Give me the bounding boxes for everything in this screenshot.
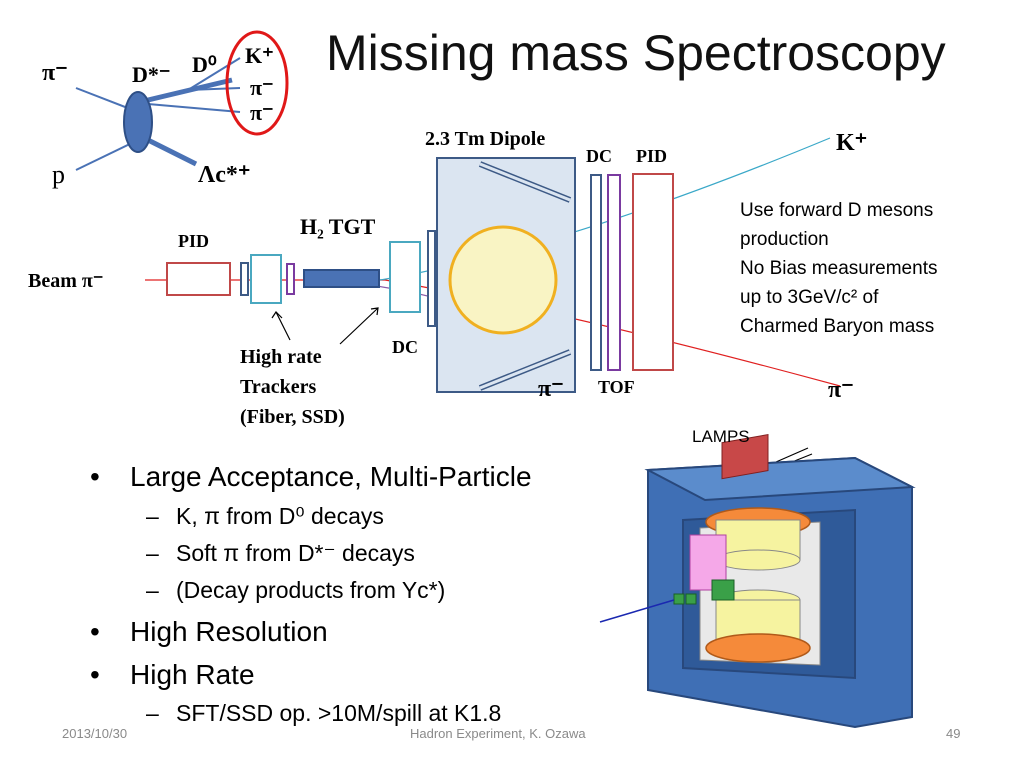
- dc-bottom-label: DC: [392, 337, 418, 357]
- pid-left-label: PID: [178, 231, 209, 251]
- pid-downstream: [632, 173, 674, 371]
- label-proton: p: [52, 160, 65, 189]
- trackers-line-1: High rate: [240, 346, 322, 368]
- label-d0: D⁰: [192, 52, 217, 77]
- note-line-5: Charmed Baryon mass: [740, 316, 935, 337]
- pid-upstream: [166, 262, 231, 296]
- trackers-line-2: Trackers: [240, 376, 317, 398]
- target-label: H₂ TGT: [300, 214, 376, 239]
- lamps-label: LAMPS: [692, 427, 750, 446]
- bullet-high-rate: •High Rate: [90, 659, 255, 690]
- sub-bullet-text: K, π from D⁰ decays: [176, 503, 384, 529]
- footer-page-number: 49: [946, 726, 961, 741]
- sub-bullet-text: (Decay products from Yc*): [176, 577, 446, 603]
- sub-bullet-decay-products: –(Decay products from Yc*): [146, 577, 446, 603]
- label-lambda: Λc*⁺: [198, 162, 251, 188]
- sub-bullet-k-pi: –K, π from D⁰ decays: [146, 503, 384, 529]
- bullet-text: High Resolution: [130, 616, 328, 647]
- dipole-label: 2.3 Tm Dipole: [425, 128, 546, 150]
- tof-label: TOF: [598, 377, 635, 397]
- pi-right-label: π⁻: [828, 377, 854, 403]
- trackers-line-3: (Fiber, SSD): [240, 406, 345, 428]
- slide-title: Missing mass Spectroscopy: [326, 25, 946, 81]
- footer-date: 2013/10/30: [62, 726, 128, 741]
- hydrogen-target: [303, 269, 380, 288]
- bullet-large-acceptance: •Large Acceptance, Multi-Particle: [90, 461, 532, 492]
- sub-bullet-sft-ssd: –SFT/SSD op. >10M/spill at K1.8: [146, 700, 502, 726]
- note-line-3: No Bias measurements: [740, 258, 938, 279]
- bullet-text: High Rate: [130, 659, 255, 690]
- decay-diagram: [75, 30, 289, 171]
- lamps-detector: [599, 433, 916, 729]
- note-line-1: Use forward D mesons: [740, 200, 934, 221]
- tof-wall: [607, 174, 621, 371]
- pid-top-label: PID: [636, 146, 667, 166]
- sub-bullet-text: Soft π from D*⁻ decays: [176, 540, 415, 566]
- label-d-star: D*⁻: [132, 62, 171, 87]
- dc-top-label: DC: [586, 146, 612, 166]
- label-pi-2: π⁻: [250, 100, 274, 125]
- measurement-note: Use forward D mesons production No Bias …: [740, 196, 1010, 341]
- label-k-plus: K⁺: [245, 43, 274, 68]
- tracker-box-1: [250, 254, 282, 304]
- dc-upstream: [389, 241, 421, 313]
- footer-center: Hadron Experiment, K. Ozawa: [410, 726, 586, 741]
- beam-label: Beam π⁻: [28, 270, 104, 292]
- magnet-gap: [448, 225, 558, 335]
- highlight-circle: [225, 30, 289, 136]
- trackers-label: High rate Trackers (Fiber, SSD): [240, 342, 345, 432]
- note-line-2: production: [740, 229, 829, 250]
- label-pi-minus: π⁻: [42, 60, 68, 86]
- sub-bullet-soft-pi: –Soft π from D*⁻ decays: [146, 540, 415, 566]
- bullet-text: Large Acceptance, Multi-Particle: [130, 461, 532, 492]
- vertex-blob: [123, 91, 153, 153]
- dc-downstream: [590, 174, 602, 371]
- k-plus-track-label: K⁺: [836, 130, 868, 156]
- bullet-high-resolution: •High Resolution: [90, 616, 328, 647]
- dc-upstream-plane: [427, 230, 436, 327]
- note-line-4: up to 3GeV/c² of: [740, 287, 879, 308]
- sub-bullet-text: SFT/SSD op. >10M/spill at K1.8: [176, 700, 502, 726]
- tracker-plane-2: [286, 263, 295, 295]
- tracker-plane-1: [240, 262, 249, 296]
- soft-pion-label: π⁻: [538, 376, 564, 402]
- label-pi-1: π⁻: [250, 75, 274, 100]
